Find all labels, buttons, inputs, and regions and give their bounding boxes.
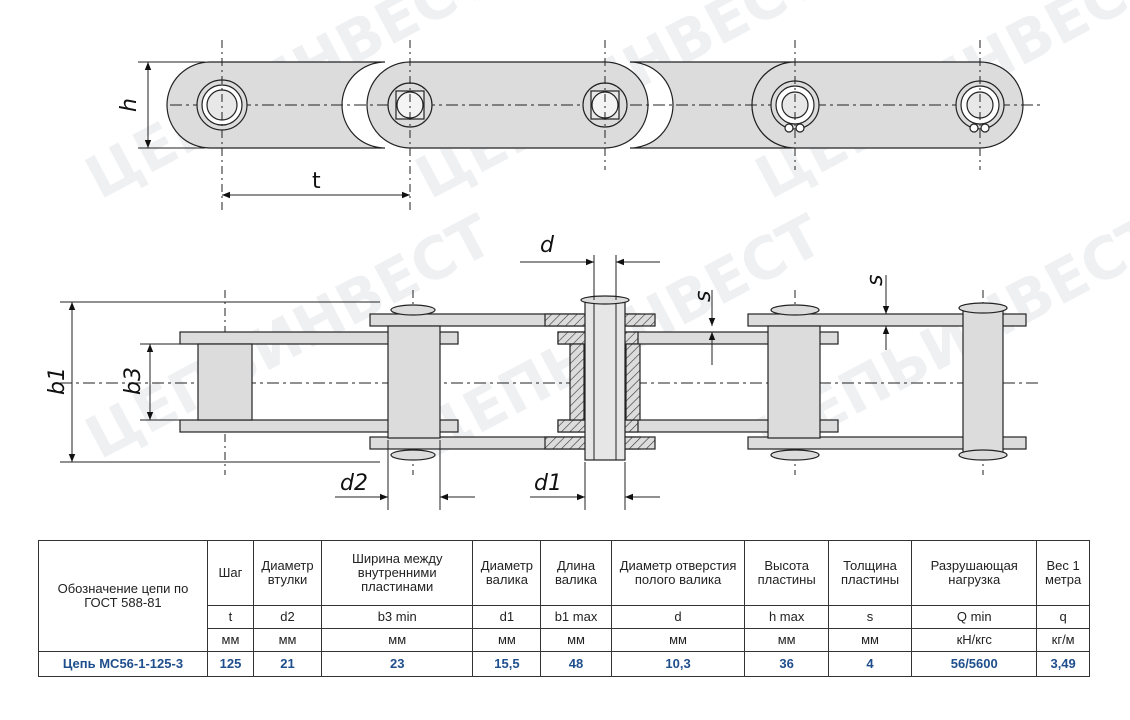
col-header: Толщина пластины bbox=[827, 540, 913, 606]
joint-1 bbox=[196, 79, 248, 131]
col-header: Ширина между внутренними пластинами bbox=[321, 540, 474, 606]
col-unit: кг/м bbox=[1036, 628, 1090, 652]
col-header: Диаметр валика bbox=[472, 540, 542, 606]
dim-label-h: h bbox=[117, 98, 142, 112]
col-symbol: Q min bbox=[911, 605, 1038, 629]
col-value: 15,5 bbox=[472, 651, 542, 677]
col-symbol: d1 bbox=[472, 605, 542, 629]
table-unit-row: мм мм мм мм мм мм мм мм кН/кгс кг/м bbox=[39, 628, 1090, 652]
dim-label-b3: b3 bbox=[121, 367, 146, 395]
col-header: Диаметр втулки bbox=[252, 540, 323, 606]
col-value: 3,49 bbox=[1036, 651, 1090, 677]
side-view bbox=[60, 255, 1040, 510]
chain-name-cell: Цепь МС56-1-125-3 bbox=[38, 651, 208, 677]
col-value: 10,3 bbox=[610, 651, 746, 677]
bushing-2 bbox=[387, 325, 441, 439]
hollow-pin bbox=[584, 301, 626, 461]
dim-label-d1: d1 bbox=[534, 471, 562, 496]
col-header: Шаг bbox=[206, 540, 255, 606]
table-symbol-row: t d2 b3 min d1 b1 max d h max s Q min q bbox=[39, 605, 1090, 629]
col-unit: мм bbox=[610, 628, 746, 652]
joint-4 bbox=[770, 80, 820, 133]
col-unit: мм bbox=[744, 628, 829, 652]
col-unit: кН/кгс bbox=[911, 628, 1038, 652]
col-symbol: s bbox=[827, 605, 913, 629]
pin-5 bbox=[962, 309, 1004, 456]
col-value: 21 bbox=[252, 651, 323, 677]
col-value: 48 bbox=[540, 651, 612, 677]
col-header: Высота пластины bbox=[744, 540, 829, 606]
top-view bbox=[138, 40, 1040, 210]
designation-header: Обозначение цепи по ГОСТ 588-81 bbox=[38, 540, 208, 652]
col-header: Вес 1 метра bbox=[1036, 540, 1090, 606]
dim-label-d: d bbox=[540, 233, 555, 258]
dim-label-d2: d2 bbox=[340, 471, 368, 496]
col-unit: мм bbox=[206, 628, 255, 652]
col-header: Диаметр отверстия полого валика bbox=[610, 540, 746, 606]
col-symbol: d bbox=[610, 605, 746, 629]
col-symbol: t bbox=[206, 605, 255, 629]
col-symbol: b1 max bbox=[540, 605, 612, 629]
col-unit: мм bbox=[540, 628, 612, 652]
joint-5 bbox=[955, 80, 1005, 133]
col-value: 56/5600 bbox=[911, 651, 1038, 677]
bushing-4 bbox=[767, 325, 821, 439]
spec-table: Обозначение цепи по ГОСТ 588-81 Шаг Диам… bbox=[38, 540, 1090, 677]
col-unit: мм bbox=[472, 628, 542, 652]
col-unit: мм bbox=[827, 628, 913, 652]
col-header: Разрушающая нагрузка bbox=[911, 540, 1038, 606]
col-header: Длина валика bbox=[540, 540, 612, 606]
table-header-row: Обозначение цепи по ГОСТ 588-81 Шаг Диам… bbox=[38, 540, 1090, 652]
dim-label-t: t bbox=[312, 169, 321, 194]
col-symbol: b3 min bbox=[321, 605, 474, 629]
col-value: 23 bbox=[321, 651, 474, 677]
col-value: 36 bbox=[744, 651, 829, 677]
col-unit: мм bbox=[321, 628, 474, 652]
dim-label-s-right: s bbox=[863, 275, 888, 286]
table-row: Цепь МС56-1-125-3 125 21 23 15,5 48 10,3… bbox=[38, 651, 1090, 677]
dim-label-s-mid: s bbox=[691, 291, 716, 302]
col-value: 4 bbox=[827, 651, 913, 677]
col-unit: мм bbox=[252, 628, 323, 652]
chain-drawing: ЦЕПЬИНВЕСТ ЦЕПЬИНВЕСТ ЦЕПЬИНВЕСТ ЦЕПЬИНВ… bbox=[45, 0, 1130, 510]
col-symbol: h max bbox=[744, 605, 829, 629]
col-symbol: d2 bbox=[252, 605, 323, 629]
col-value: 125 bbox=[206, 651, 255, 677]
col-symbol: q bbox=[1036, 605, 1090, 629]
dim-label-b1: b1 bbox=[45, 367, 70, 395]
bushing-1 bbox=[197, 343, 253, 421]
outer-plate-bottom-right bbox=[747, 436, 1027, 450]
